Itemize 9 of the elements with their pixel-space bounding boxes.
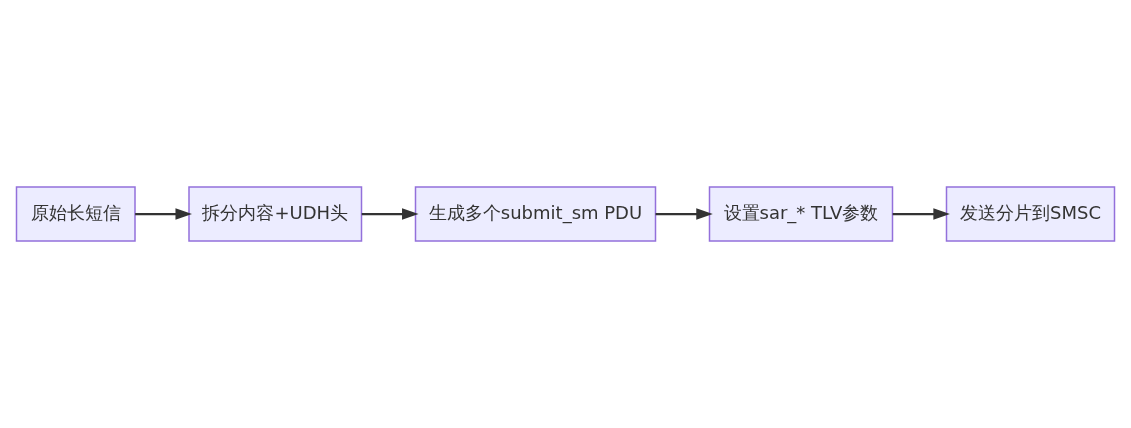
arrow bbox=[361, 208, 419, 220]
arrow bbox=[655, 208, 713, 220]
node-box: 拆分内容+UDH头 bbox=[188, 186, 363, 242]
arrow bbox=[892, 208, 950, 220]
arrow bbox=[135, 208, 192, 220]
node-box: 设置sar_* TLV参数 bbox=[708, 186, 894, 242]
node-box: 发送分片到SMSC bbox=[945, 186, 1116, 242]
node-box: 原始长短信 bbox=[15, 186, 136, 242]
node-box: 生成多个submit_sm PDU bbox=[414, 186, 657, 242]
